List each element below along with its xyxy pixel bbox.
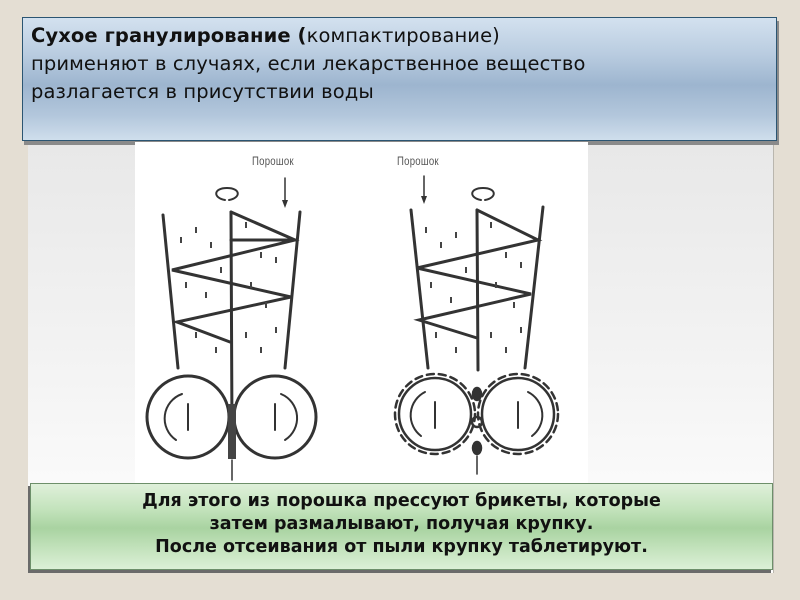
left-hopper-icon <box>161 210 302 434</box>
note-line-1: Для этого из порошка прессуют брикеты, к… <box>142 491 661 511</box>
note-line-2: затем размалывают, получая крупку. <box>209 514 594 534</box>
title-box: Сухое гранулирование (компактирование) п… <box>22 17 777 141</box>
powder-particles-icon <box>180 222 522 353</box>
title-normal: компактирование) <box>306 24 500 47</box>
compaction-diagram: Порошок Порошок <box>135 142 588 487</box>
right-powder-label: Порошок <box>397 154 439 168</box>
note-box: Для этого из порошка прессуют брикеты, к… <box>30 483 773 570</box>
note-line-3: После отсеивания от пыли крупку таблетир… <box>155 537 648 557</box>
note-text: Для этого из порошка прессуют брикеты, к… <box>31 490 772 559</box>
right-gear-rollers-icon <box>393 372 560 475</box>
diagram-drawing <box>145 175 560 481</box>
title-bold: Сухое гранулирование ( <box>31 24 307 47</box>
left-powder-label: Порошок <box>252 154 294 168</box>
title-line-3: разлагается в присутствии воды <box>31 80 374 103</box>
right-hopper-icon <box>409 205 545 372</box>
title-line-2: применяют в случаях, если лекарственное … <box>31 52 586 75</box>
left-smooth-rollers-icon <box>145 374 318 481</box>
title-text: Сухое гранулирование (компактирование) п… <box>31 22 766 106</box>
